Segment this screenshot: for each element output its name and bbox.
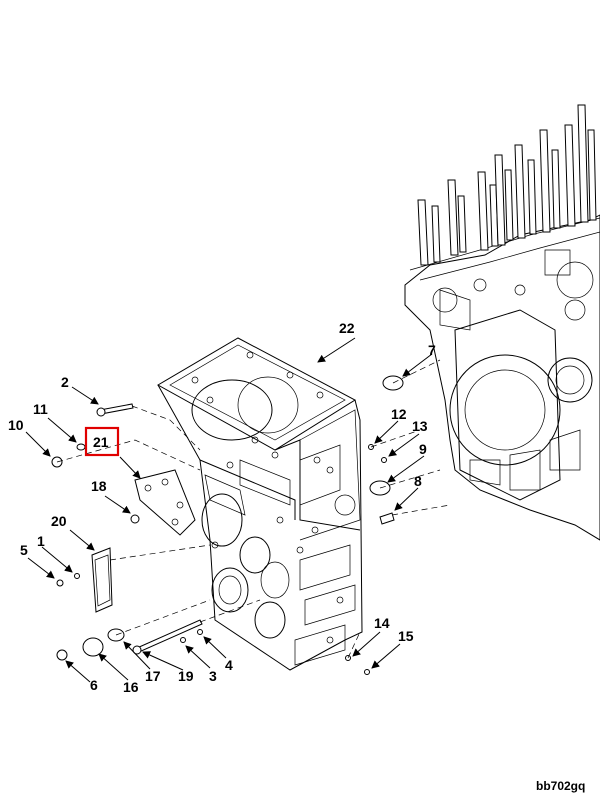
assembly-lines xyxy=(56,359,451,659)
callout-4: 4 xyxy=(225,657,233,673)
callout-8: 8 xyxy=(414,473,422,489)
callout-1: 1 xyxy=(37,533,45,549)
callout-17: 17 xyxy=(145,668,161,684)
callout-labels: 22 7 2 11 10 21 12 13 9 8 18 20 1 5 6 16… xyxy=(8,320,436,695)
callout-13: 13 xyxy=(412,418,428,434)
callout-19: 19 xyxy=(178,668,194,684)
gear-housing xyxy=(156,337,363,671)
callout-15: 15 xyxy=(398,628,414,644)
callout-14: 14 xyxy=(374,615,390,631)
callout-2: 2 xyxy=(61,374,69,390)
callout-3: 3 xyxy=(209,668,217,684)
callout-12: 12 xyxy=(391,406,407,422)
head-stud-bolts xyxy=(417,104,597,266)
callout-leaders xyxy=(25,337,433,683)
callout-22: 22 xyxy=(339,320,355,336)
drawing-id: bb702gq xyxy=(536,779,585,793)
callout-10: 10 xyxy=(8,417,24,433)
callout-16: 16 xyxy=(123,679,139,695)
callout-20: 20 xyxy=(51,513,67,529)
access-cover xyxy=(91,547,113,613)
small-parts xyxy=(51,375,404,675)
callout-11: 11 xyxy=(33,401,48,417)
highlight-box xyxy=(84,426,120,457)
engine-block xyxy=(404,104,600,541)
callout-18: 18 xyxy=(91,478,107,494)
callout-6: 6 xyxy=(90,677,98,693)
callout-7: 7 xyxy=(428,342,436,358)
callout-5: 5 xyxy=(20,542,28,558)
callout-21: 21 xyxy=(93,434,109,450)
callout-9: 9 xyxy=(419,441,427,457)
cover-plate xyxy=(134,469,196,536)
